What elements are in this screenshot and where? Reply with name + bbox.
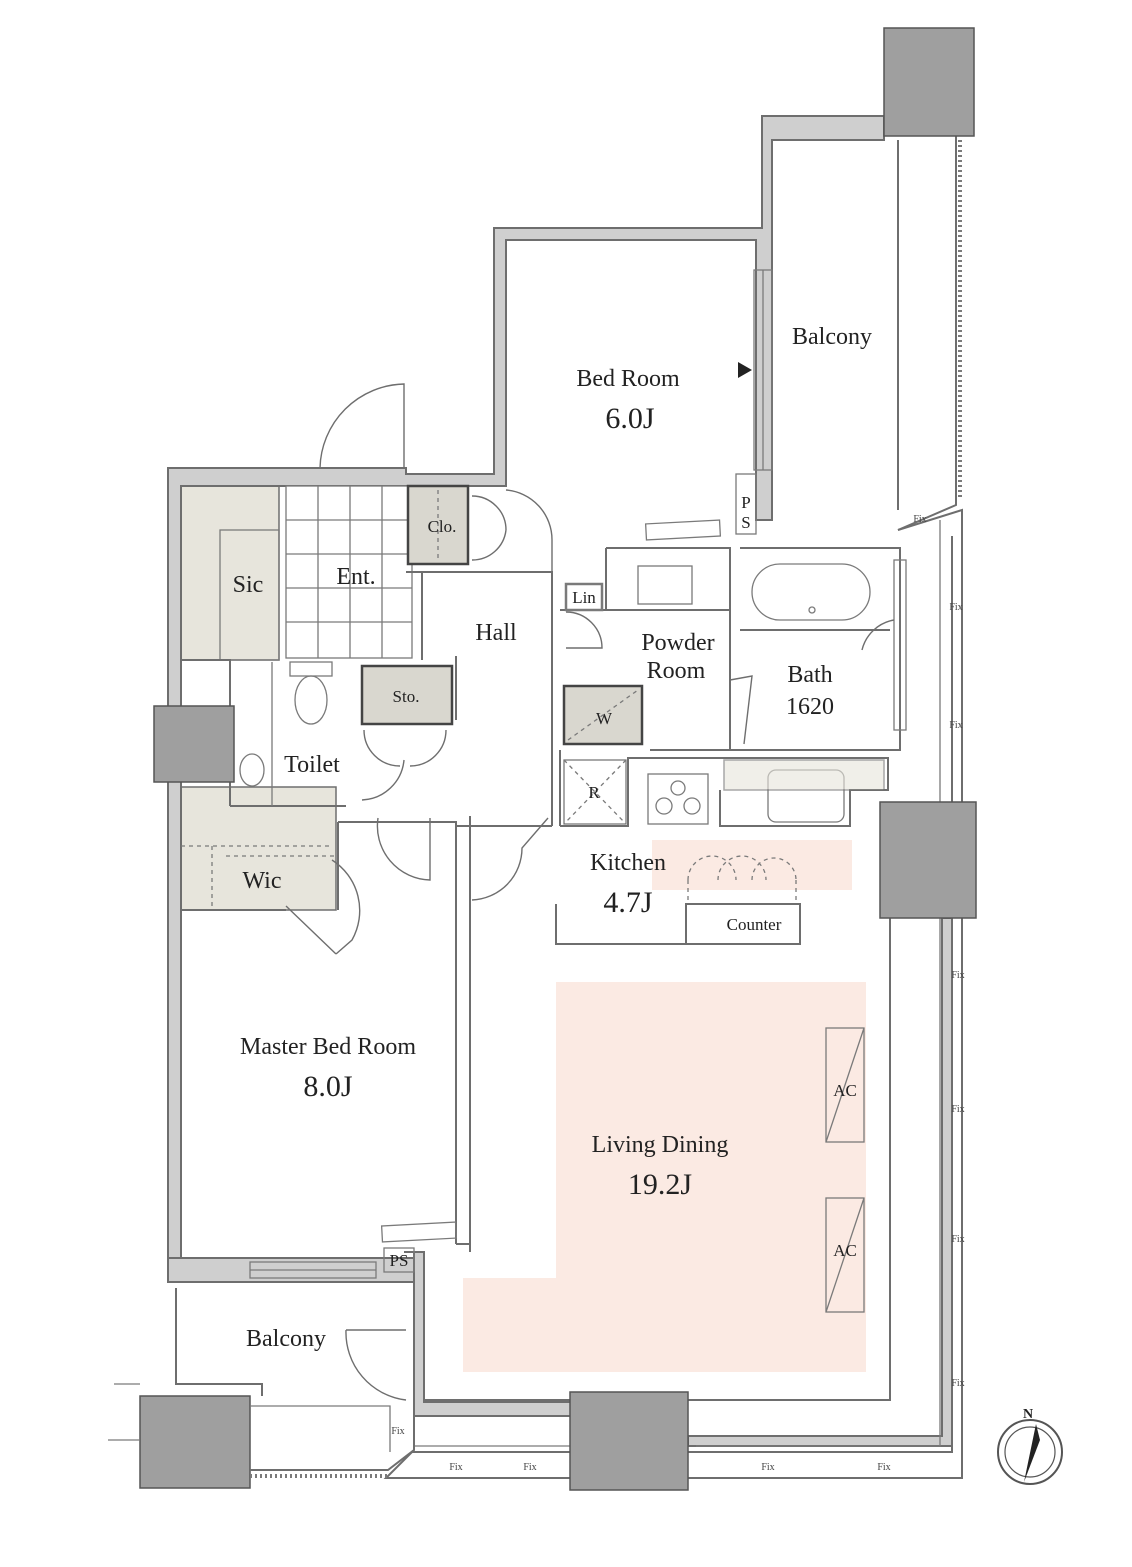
- counter-cabinet-swings: [687, 855, 797, 904]
- storage-label: Sto.: [393, 687, 420, 706]
- fridge-label: R: [588, 783, 600, 802]
- kitchen-area: 4.7J: [603, 886, 653, 919]
- burner-2: [683, 797, 701, 815]
- ac-unit-1-diag: [825, 1027, 865, 1143]
- bedroom-label: Bed Room: [576, 366, 680, 392]
- fix-label-11: Fix: [761, 1462, 774, 1473]
- fix-label-3: Fix: [949, 720, 962, 731]
- burner-1: [655, 797, 673, 815]
- bath-door: [729, 675, 753, 745]
- pillar-southwest: [139, 1395, 251, 1489]
- balcony-south-label: Balcony: [246, 1326, 326, 1352]
- toilet-sink: [239, 753, 265, 787]
- fix-label-2: Fix: [949, 602, 962, 613]
- north-balcony-rail: [897, 136, 957, 531]
- closet-label: Clo.: [428, 517, 457, 536]
- pillar-north: [883, 27, 975, 137]
- ac-unit-2: [825, 1197, 865, 1313]
- wic-door: [285, 859, 361, 955]
- master-bedroom-label: Master Bed Room: [240, 1034, 416, 1060]
- fix-label-8: Fix: [391, 1426, 404, 1437]
- powder-room-label-2: Room: [647, 658, 706, 684]
- ac-label-1: AC: [833, 1081, 857, 1100]
- balcony-north-label: Balcony: [792, 324, 872, 350]
- fix-label-1: Fix: [913, 514, 926, 525]
- toilet-bowl: [294, 675, 328, 725]
- fix-label-4: Fix: [951, 970, 964, 981]
- balcony-door: [345, 1329, 407, 1401]
- bedroom-area: 6.0J: [605, 402, 655, 435]
- pillar-south: [569, 1391, 689, 1491]
- fridge-diag-b: [563, 759, 627, 825]
- pillar-west: [153, 705, 235, 783]
- fridge-box: [563, 759, 627, 825]
- kitchen-label: Kitchen: [590, 850, 666, 876]
- bath-window-swing: [861, 619, 895, 651]
- storage-doors: [361, 729, 447, 801]
- fix-label-7: Fix: [951, 1378, 964, 1389]
- bedroom-desk: [644, 519, 722, 541]
- ps-north-s: S: [741, 513, 750, 532]
- ps-north-p: P: [741, 493, 750, 512]
- bath-size: 1620: [786, 694, 834, 720]
- washer-diagonal: [567, 689, 639, 741]
- fix-label-12: Fix: [877, 1462, 890, 1473]
- sic-label: Sic: [233, 572, 264, 598]
- counter-label: Counter: [727, 915, 782, 934]
- storage-box: [360, 664, 454, 726]
- compass-north-label: N: [1023, 1407, 1033, 1422]
- bathtub: [751, 563, 871, 621]
- kitchen-counter-floor: [652, 840, 852, 890]
- ps-box-north: [735, 473, 757, 535]
- kitchen-door-swings: [376, 817, 549, 901]
- south-balcony-rail: [175, 1288, 415, 1471]
- fix-label-10: Fix: [523, 1462, 536, 1473]
- entrance-door-swing: [319, 383, 405, 469]
- washer-label: W: [596, 709, 613, 728]
- ac-unit-2-diag: [825, 1197, 865, 1313]
- burner-3: [670, 780, 686, 796]
- living-dining-area: 19.2J: [628, 1168, 693, 1201]
- entrance-label: Ent.: [336, 564, 375, 590]
- ps-south-label: PS: [390, 1251, 409, 1270]
- bath-window: [893, 559, 907, 731]
- fix-label-5: Fix: [951, 1104, 964, 1115]
- sink-powder: [637, 565, 693, 605]
- ps-box-south: [383, 1247, 415, 1273]
- stove-box: [647, 773, 709, 825]
- compass: [997, 1419, 1063, 1485]
- entrance-tiles: [285, 485, 413, 659]
- toilet-tank: [289, 661, 333, 677]
- hall-label: Hall: [475, 620, 517, 646]
- powder-door-swing: [565, 611, 603, 649]
- living-dining-label: Living Dining: [592, 1132, 729, 1158]
- outer-wall: [167, 115, 885, 1273]
- sic-shelf: [219, 529, 280, 661]
- wic-shelves: [181, 845, 336, 910]
- south-balcony-rail-2: [108, 1383, 391, 1452]
- bath-drain: [808, 606, 816, 614]
- pillar-east: [879, 801, 977, 919]
- closet-doors: [471, 495, 507, 561]
- linen-label: Lin: [572, 588, 596, 607]
- ac-unit-1: [825, 1027, 865, 1143]
- master-bedroom-area: 8.0J: [303, 1070, 353, 1103]
- master-desk: [380, 1221, 458, 1243]
- fix-label-6: Fix: [951, 1234, 964, 1245]
- living-dining-floor: [463, 982, 866, 1372]
- fridge-diag-a: [563, 759, 627, 825]
- linen-box: [564, 582, 604, 612]
- wic-storage: [180, 786, 337, 911]
- wic-label: Wic: [242, 868, 281, 894]
- toilet-label: Toilet: [284, 752, 340, 778]
- kitchen-counter-top: [723, 759, 885, 791]
- sic-storage: [180, 485, 280, 661]
- ac-label-2: AC: [833, 1241, 857, 1260]
- fix-label-9: Fix: [449, 1462, 462, 1473]
- bedroom-door-swing: [505, 489, 553, 580]
- powder-room-label-1: Powder: [641, 630, 714, 656]
- bath-label: Bath: [787, 662, 832, 688]
- bedroom-entry-arrow: [738, 362, 752, 378]
